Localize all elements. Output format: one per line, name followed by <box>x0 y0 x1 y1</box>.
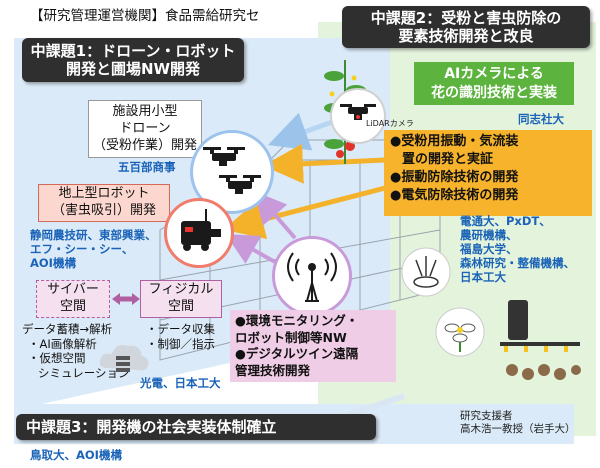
drone-box-line3: （受粉作業）開発 <box>92 138 197 153</box>
network-twin-box: ●環境モニタリング・ ロボット制御等NW ●デジタルツイン遠隔 管理技術開発 <box>230 310 396 382</box>
pink-item-2: ロボット制御等NW <box>235 329 347 345</box>
task2-title-line1: 中課題2：受粉と害虫防除の <box>370 9 562 27</box>
lidar-label: LiDARカメラ <box>366 119 414 128</box>
ai-box-line1: AIカメラによる <box>444 66 544 82</box>
cyber-note-1: データ蓄積→解析 <box>22 322 113 336</box>
cyber-note-3: ・仮想空間 <box>28 351 86 365</box>
task2-title: 中課題2：受粉と害虫防除の 要素技術開発と改良 <box>342 6 590 48</box>
phys-box-line2: 空間 <box>167 299 194 314</box>
robot-icon <box>181 209 221 251</box>
support-line1: 研究支援者 <box>460 410 513 422</box>
robot-org-line2: エフ・シー・シー、 <box>30 242 134 256</box>
task3-org: 鳥取大、AOI機構 <box>30 448 122 462</box>
cyber-space-box: サイバー 空間 <box>36 280 110 318</box>
orange-org-2: 農研機構、 <box>460 228 518 242</box>
pest-control-illustration <box>401 247 581 380</box>
physical-space-box: フィジカル 空間 <box>140 280 222 318</box>
cyber-box-line1: サイバー <box>47 282 99 297</box>
drone-box-line1: 施設用小型 <box>112 104 178 119</box>
orange-org-list: 電通大、PxDT、 農研機構、 福島大学、 森林研究・整備機構、 日本工大 <box>460 214 575 284</box>
physical-note-1: ・データ収集 <box>146 322 215 336</box>
physical-note-2: ・制御／指示 <box>146 336 215 351</box>
header-text: 【研究管理運営機関】食品需給研究セ <box>30 8 260 24</box>
cyber-notes: データ蓄積→解析 ・AI画像解析 ・仮想空間 シミュレーション <box>22 322 130 380</box>
research-support: 研究支援者 高木浩一教授（岩手大） <box>460 410 576 436</box>
robot-box-line2: （害虫吸引）開発 <box>51 203 156 218</box>
cyber-note-4: シミュレーション <box>38 365 130 380</box>
pink-item-4: 管理技術開発 <box>235 362 311 378</box>
lidar-camera-circle <box>330 88 386 144</box>
arrow-orange-to-drone <box>263 143 386 184</box>
cyber-org: 光電、日本工大 <box>140 376 221 390</box>
pink-item-3: ●デジタルツイン遠隔 <box>235 346 359 361</box>
drone-org: 五百部商事 <box>118 160 176 174</box>
ai-camera-box: AIカメラによる 花の識別技術と実装 <box>414 62 574 105</box>
robot-box-line1: 地上型ロボット <box>58 186 150 201</box>
spray-device-icon <box>500 300 581 380</box>
physical-notes: ・データ収集 ・制御／指示 <box>146 322 215 351</box>
orange-org-4: 森林研究・整備機構、 <box>460 256 575 270</box>
pink-item-1: ●環境モニタリング・ <box>235 313 359 328</box>
cloud-server-icon <box>99 345 149 372</box>
task3-title: 中課題3：開発機の社会実装体制確立 <box>16 414 376 440</box>
arrow-network-to-robot <box>225 234 276 264</box>
ground-robot-box: 地上型ロボット （害虫吸引）開発 <box>38 184 170 222</box>
ai-box-line2: 花の識別技術と実装 <box>431 85 557 101</box>
robot-org-line1: 静岡農技研、東部興業、 <box>30 228 157 242</box>
cyber-note-2: ・AI画像解析 <box>28 336 97 351</box>
phys-box-line1: フィジカル <box>148 282 214 297</box>
robot-org-line3: AOI機構 <box>30 256 76 270</box>
cyber-box-line2: 空間 <box>59 299 86 314</box>
task1-title-line2: 開発と圃場NW開発 <box>65 60 201 78</box>
orange-item-2: 置の開発と実証 <box>402 152 494 167</box>
orange-org-1: 電通大、PxDT、 <box>460 214 551 228</box>
orange-item-1: ●受粉用振動・気流装 <box>390 134 519 149</box>
task1-title: 中課題1：ドローン・ロボット 開発と圃場NW開発 <box>22 38 244 82</box>
ai-org: 同志社大 <box>518 112 564 126</box>
orange-org-3: 福島大学、 <box>460 242 518 256</box>
orange-item-4: ●電気防除技術の開発 <box>390 188 519 203</box>
drone-box-line2: ドローン <box>119 121 171 136</box>
orange-org-5: 日本工大 <box>460 270 506 284</box>
drone-development-box: 施設用小型 ドローン （受粉作業）開発 <box>88 100 202 158</box>
support-line2: 高木浩一教授（岩手大） <box>460 423 576 435</box>
arrow-network-to-drone <box>254 190 297 240</box>
vibration-control-box: ●受粉用振動・気流装 置の開発と実証 ●振動防除技術の開発 ●電気防除技術の開発 <box>384 130 592 216</box>
lidar-camera-icon <box>340 104 376 120</box>
network-circle <box>272 236 352 316</box>
task2-title-line2: 要素技術開発と改良 <box>398 27 534 45</box>
antenna-icon <box>287 252 337 302</box>
orange-item-3: ●振動防除技術の開発 <box>390 170 519 185</box>
robot-circle <box>164 198 234 268</box>
task1-title-line1: 中課題1：ドローン・ロボット <box>30 42 236 60</box>
drone-icon <box>203 147 261 194</box>
